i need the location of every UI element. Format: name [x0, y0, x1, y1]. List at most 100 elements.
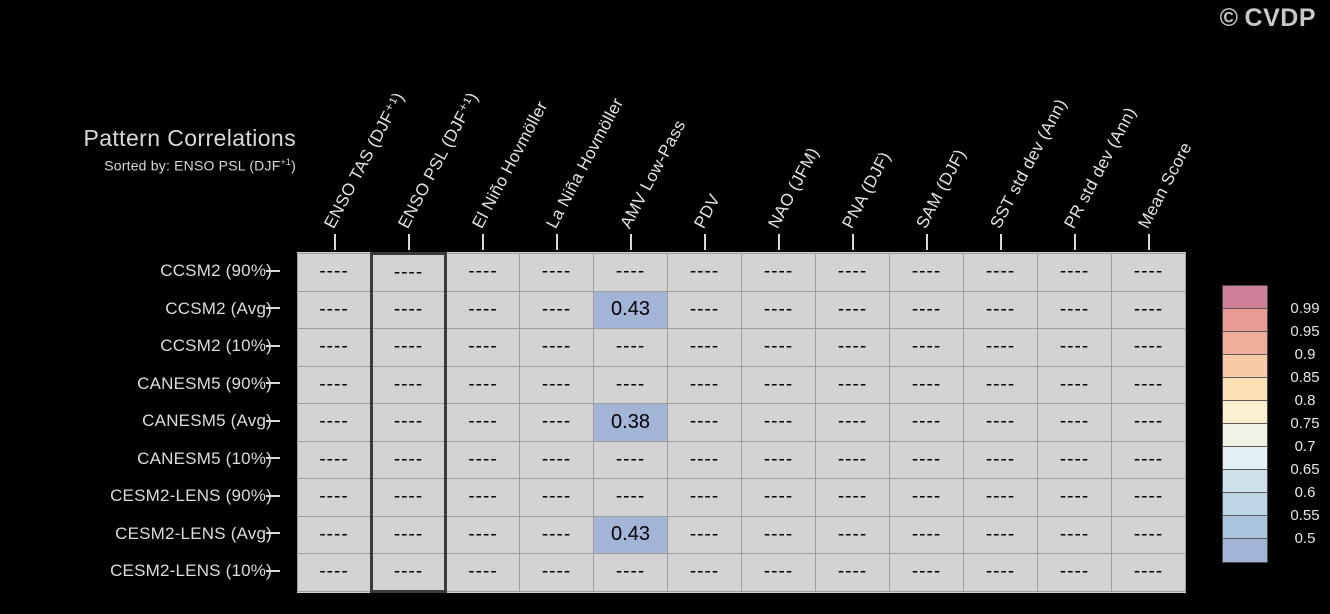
cell-r1-c11[interactable]: ---- [1111, 290, 1186, 329]
column-header-3[interactable]: La Niña Hovmöller [542, 94, 628, 232]
cell-r8-c6[interactable]: ---- [741, 553, 816, 592]
cell-r0-c0[interactable]: ---- [297, 253, 372, 292]
cell-r0-c9[interactable]: ---- [963, 253, 1038, 292]
cell-r2-c3[interactable]: ---- [519, 328, 594, 367]
cell-r0-c5[interactable]: ---- [667, 253, 742, 292]
column-header-5[interactable]: PDV [690, 190, 724, 232]
cell-r0-c6[interactable]: ---- [741, 253, 816, 292]
cell-r7-c0[interactable]: ---- [297, 515, 372, 554]
cell-r7-c5[interactable]: ---- [667, 515, 742, 554]
column-header-11[interactable]: Mean Score [1134, 139, 1196, 232]
cell-r8-c11[interactable]: ---- [1111, 553, 1186, 592]
cell-r8-c0[interactable]: ---- [297, 553, 372, 592]
cell-r7-c2[interactable]: ---- [445, 515, 520, 554]
cell-r1-c0[interactable]: ---- [297, 290, 372, 329]
cell-r2-c8[interactable]: ---- [889, 328, 964, 367]
cell-r2-c5[interactable]: ---- [667, 328, 742, 367]
cell-r5-c2[interactable]: ---- [445, 440, 520, 479]
cell-r5-c0[interactable]: ---- [297, 440, 372, 479]
cell-r2-c0[interactable]: ---- [297, 328, 372, 367]
cell-r2-c1[interactable]: ---- [370, 328, 447, 367]
cell-r7-c4[interactable]: 0.43 [593, 515, 668, 554]
cell-r5-c6[interactable]: ---- [741, 440, 816, 479]
cell-r3-c11[interactable]: ---- [1111, 365, 1186, 404]
cell-r1-c4[interactable]: 0.43 [593, 290, 668, 329]
cell-r3-c7[interactable]: ---- [815, 365, 890, 404]
cell-r0-c4[interactable]: ---- [593, 253, 668, 292]
cell-r5-c3[interactable]: ---- [519, 440, 594, 479]
cell-r7-c9[interactable]: ---- [963, 515, 1038, 554]
cell-r0-c8[interactable]: ---- [889, 253, 964, 292]
cell-r4-c2[interactable]: ---- [445, 403, 520, 442]
cell-r3-c4[interactable]: ---- [593, 365, 668, 404]
column-header-2[interactable]: El Niño Hovmöller [468, 97, 552, 232]
cell-r5-c11[interactable]: ---- [1111, 440, 1186, 479]
cell-r4-c7[interactable]: ---- [815, 403, 890, 442]
cell-r2-c4[interactable]: ---- [593, 328, 668, 367]
cell-r3-c10[interactable]: ---- [1037, 365, 1112, 404]
cell-r4-c10[interactable]: ---- [1037, 403, 1112, 442]
cell-r8-c5[interactable]: ---- [667, 553, 742, 592]
cell-r1-c7[interactable]: ---- [815, 290, 890, 329]
cell-r4-c1[interactable]: ---- [370, 403, 447, 442]
column-header-0[interactable]: ENSO TAS (DJF⁺¹) [320, 89, 409, 232]
cell-r7-c11[interactable]: ---- [1111, 515, 1186, 554]
cell-r3-c5[interactable]: ---- [667, 365, 742, 404]
cell-r6-c3[interactable]: ---- [519, 478, 594, 517]
cell-r3-c9[interactable]: ---- [963, 365, 1038, 404]
cell-r4-c0[interactable]: ---- [297, 403, 372, 442]
cell-r4-c9[interactable]: ---- [963, 403, 1038, 442]
row-label-8[interactable]: CESM2-LENS (10%) [110, 561, 272, 580]
cell-r2-c7[interactable]: ---- [815, 328, 890, 367]
cell-r2-c10[interactable]: ---- [1037, 328, 1112, 367]
column-header-8[interactable]: SAM (DJF) [912, 146, 970, 232]
cell-r7-c8[interactable]: ---- [889, 515, 964, 554]
cell-r4-c8[interactable]: ---- [889, 403, 964, 442]
cell-r4-c3[interactable]: ---- [519, 403, 594, 442]
cell-r6-c9[interactable]: ---- [963, 478, 1038, 517]
cell-r2-c6[interactable]: ---- [741, 328, 816, 367]
cell-r7-c1[interactable]: ---- [370, 515, 447, 554]
cell-r1-c9[interactable]: ---- [963, 290, 1038, 329]
cell-r1-c2[interactable]: ---- [445, 290, 520, 329]
row-label-0[interactable]: CCSM2 (90%) [160, 261, 272, 280]
cell-r0-c3[interactable]: ---- [519, 253, 594, 292]
cell-r0-c2[interactable]: ---- [445, 253, 520, 292]
column-header-4[interactable]: AMV Low-Pass [616, 116, 690, 232]
row-label-6[interactable]: CESM2-LENS (90%) [110, 486, 272, 505]
cell-r8-c3[interactable]: ---- [519, 553, 594, 592]
cell-r1-c3[interactable]: ---- [519, 290, 594, 329]
row-label-1[interactable]: CCSM2 (Avg) [165, 298, 272, 318]
cell-r4-c6[interactable]: ---- [741, 403, 816, 442]
cell-r8-c4[interactable]: ---- [593, 553, 668, 592]
cell-r3-c3[interactable]: ---- [519, 365, 594, 404]
cell-r3-c8[interactable]: ---- [889, 365, 964, 404]
cell-r3-c0[interactable]: ---- [297, 365, 372, 404]
column-header-7[interactable]: PNA (DJF) [838, 148, 895, 232]
cell-r6-c11[interactable]: ---- [1111, 478, 1186, 517]
cell-r8-c10[interactable]: ---- [1037, 553, 1112, 592]
column-header-6[interactable]: NAO (JFM) [764, 144, 823, 232]
cell-r8-c1[interactable]: ---- [370, 553, 447, 593]
cell-r4-c11[interactable]: ---- [1111, 403, 1186, 442]
cell-r7-c7[interactable]: ---- [815, 515, 890, 554]
cell-r0-c7[interactable]: ---- [815, 253, 890, 292]
cell-r6-c7[interactable]: ---- [815, 478, 890, 517]
cell-r5-c9[interactable]: ---- [963, 440, 1038, 479]
cell-r1-c8[interactable]: ---- [889, 290, 964, 329]
cell-r8-c7[interactable]: ---- [815, 553, 890, 592]
cell-r6-c4[interactable]: ---- [593, 478, 668, 517]
cell-r1-c5[interactable]: ---- [667, 290, 742, 329]
cell-r8-c2[interactable]: ---- [445, 553, 520, 592]
cell-r6-c6[interactable]: ---- [741, 478, 816, 517]
cell-r7-c6[interactable]: ---- [741, 515, 816, 554]
column-header-10[interactable]: PR std dev (Ann) [1060, 104, 1141, 232]
cell-r5-c8[interactable]: ---- [889, 440, 964, 479]
cell-r2-c2[interactable]: ---- [445, 328, 520, 367]
cell-r1-c6[interactable]: ---- [741, 290, 816, 329]
cell-r3-c2[interactable]: ---- [445, 365, 520, 404]
cell-r6-c8[interactable]: ---- [889, 478, 964, 517]
cell-r6-c5[interactable]: ---- [667, 478, 742, 517]
cell-r3-c1[interactable]: ---- [370, 365, 447, 404]
cell-r1-c1[interactable]: ---- [370, 290, 447, 329]
